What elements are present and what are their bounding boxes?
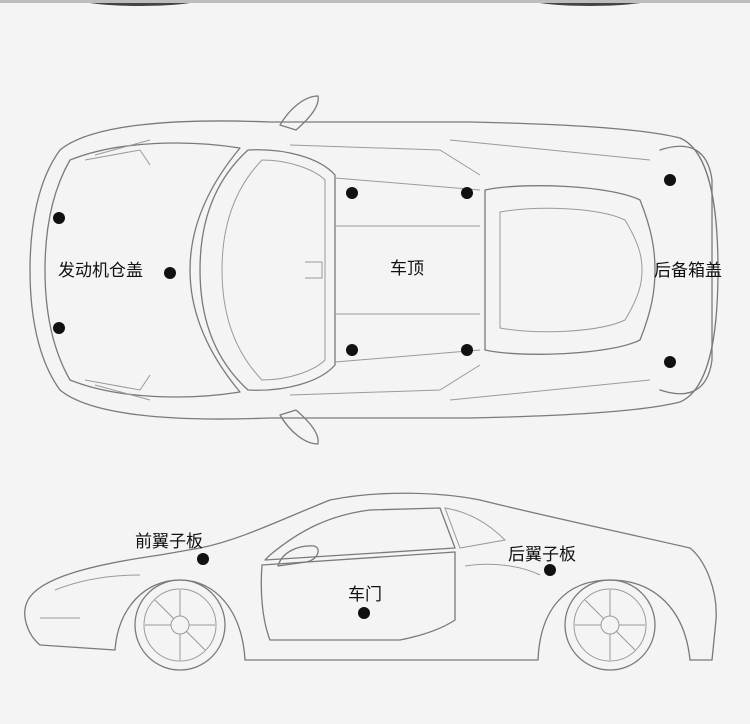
roof-label: 车顶 — [390, 259, 424, 279]
side-front-wheel — [134, 579, 226, 671]
top-body-outline — [29, 120, 719, 420]
side-mirror — [277, 545, 319, 567]
car-top-view — [29, 95, 719, 445]
hood-marker-lower — [53, 322, 65, 334]
marker-dots — [53, 174, 676, 619]
hood-marker-upper — [53, 212, 65, 224]
hood-marker-center — [164, 267, 176, 279]
top-windshield — [199, 149, 336, 391]
roof-marker-front-lower — [346, 344, 358, 356]
top-roof — [334, 177, 481, 363]
side-body-outline — [24, 492, 717, 661]
side-door — [260, 551, 456, 641]
side-rear-wheel — [564, 579, 656, 671]
trunk-marker-lower — [664, 356, 676, 368]
top-shadow-strip — [0, 0, 750, 6]
car-side-view — [24, 492, 717, 671]
top-engine-cover — [484, 185, 656, 355]
roof-marker-front-upper — [346, 187, 358, 199]
top-rear-spoiler — [659, 145, 713, 395]
door-label: 车门 — [348, 585, 382, 605]
top-hood — [44, 142, 241, 398]
top-mirror-upper — [279, 95, 319, 131]
rear-fender-label: 后翼子板 — [508, 545, 576, 565]
front-fender-marker — [197, 553, 209, 565]
side-window — [264, 507, 456, 561]
roof-marker-rear-lower — [461, 344, 473, 356]
roof-marker-rear-upper — [461, 187, 473, 199]
trunk-marker-upper — [664, 174, 676, 186]
rear-fender-marker — [544, 564, 556, 576]
door-marker — [358, 607, 370, 619]
front-fender-label: 前翼子板 — [135, 532, 203, 552]
hood-label: 发动机仓盖 — [58, 261, 143, 281]
trunk-label: 后备箱盖 — [654, 261, 722, 281]
top-mirror-lower — [279, 409, 319, 445]
